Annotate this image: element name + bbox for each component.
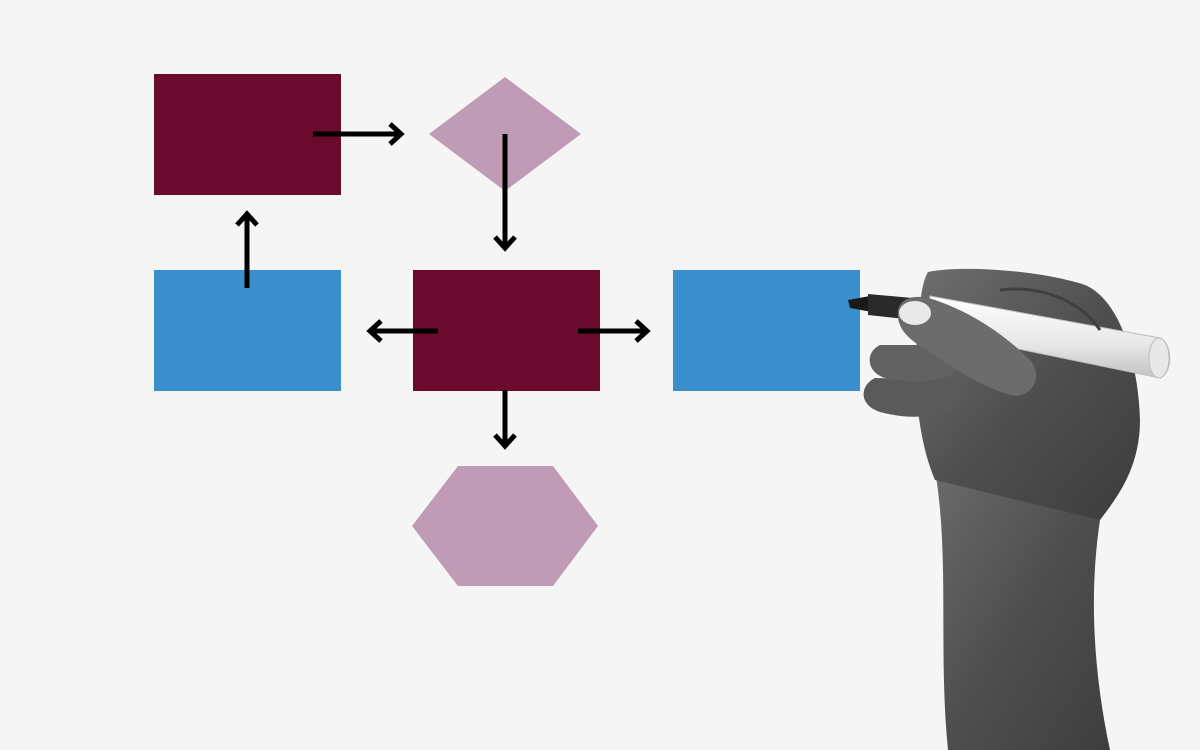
node-input-left	[154, 270, 341, 391]
hand-finger-lower	[864, 378, 960, 417]
marker-end-cap	[1149, 338, 1169, 378]
hand-holding-marker-illustration	[848, 269, 1170, 750]
node-end-hexagon	[412, 466, 598, 586]
node-process-center	[413, 270, 600, 391]
node-process-top-left	[154, 74, 341, 195]
node-input-right	[673, 270, 860, 391]
hand-thumbnail	[899, 301, 931, 325]
arrow-center-to-hexagon	[495, 390, 515, 446]
